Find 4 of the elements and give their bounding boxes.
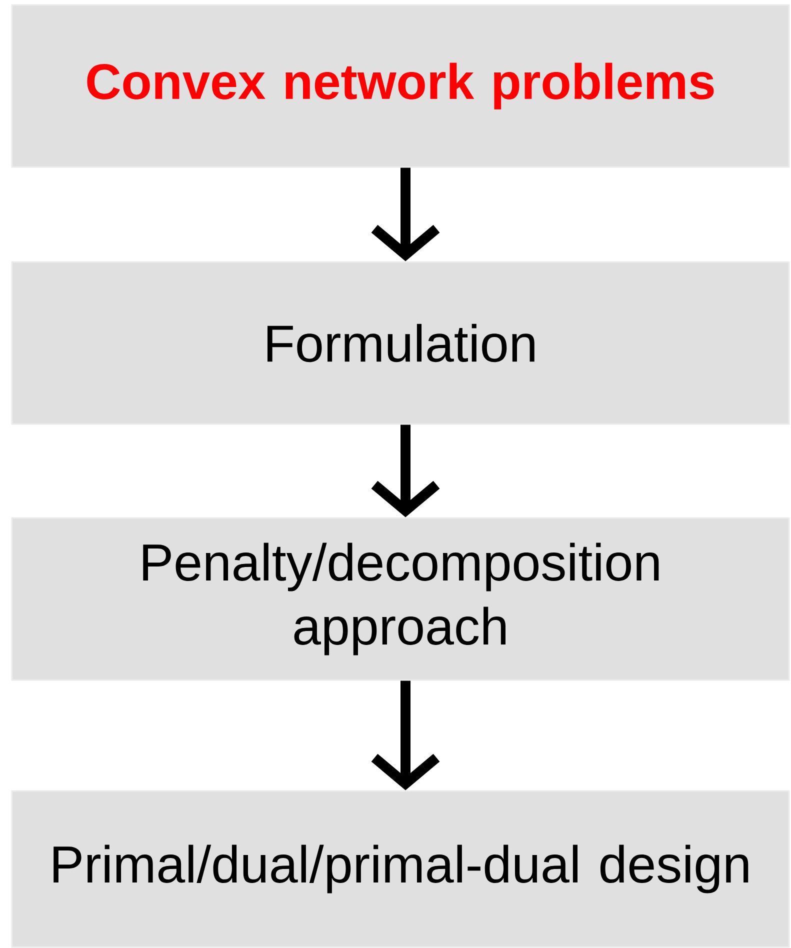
process-box: Formulation	[11, 261, 790, 425]
process-box: Penalty/decomposition approach	[11, 517, 790, 681]
title-box: Convex network problems	[11, 4, 790, 168]
process-box: Primal/dual/primal-dual design	[11, 790, 790, 948]
